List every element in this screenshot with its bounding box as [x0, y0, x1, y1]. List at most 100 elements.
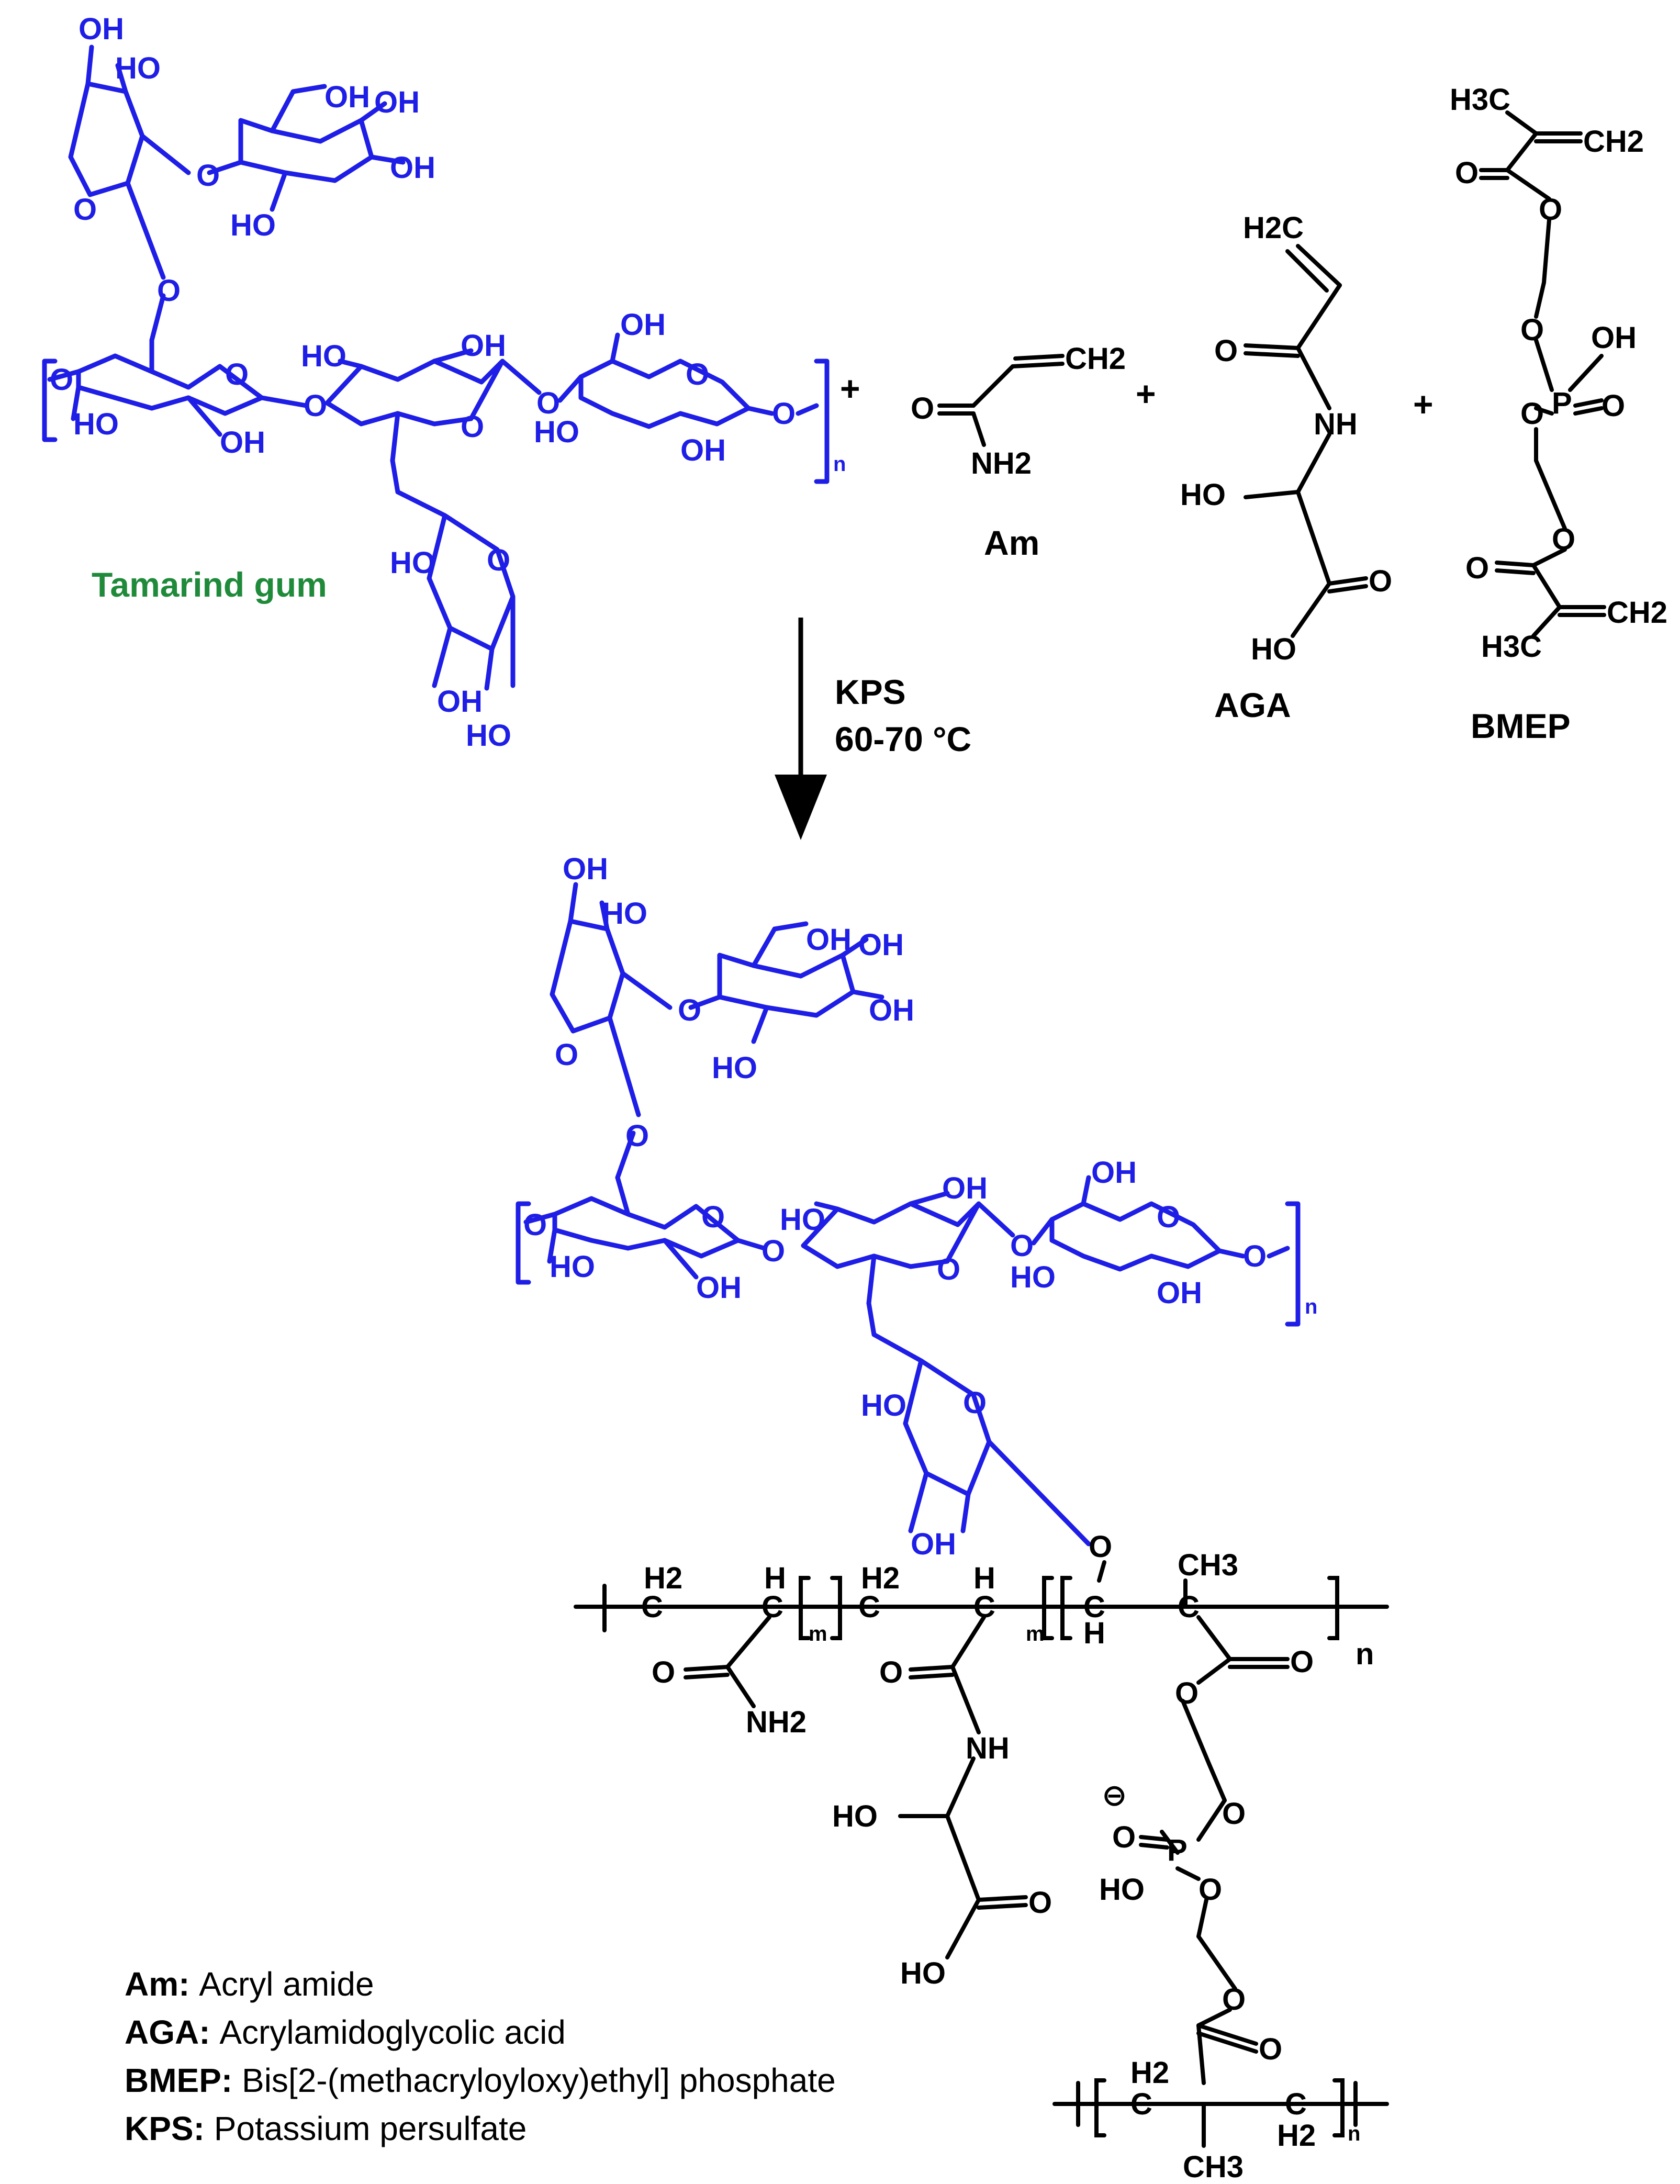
repeat-n: n [833, 453, 846, 476]
atom-nh: NH [966, 1731, 1010, 1765]
atom-ho: HO [73, 407, 119, 441]
atom-ho: HO [230, 208, 276, 242]
atom-ho: HO [900, 1956, 946, 1990]
atom-oh: OH [942, 1171, 988, 1205]
atom-o: O [686, 357, 709, 391]
aga-label: AGA [1214, 686, 1291, 724]
plus-sign: + [1136, 374, 1156, 413]
acrylamide-labels: O CH2 NH2 Am [911, 342, 1126, 562]
temperature-label: 60-70 °C [835, 720, 971, 758]
atom-o: O [1089, 1530, 1112, 1564]
atom-o: O [879, 1655, 903, 1689]
aga-labels: H2C O NH HO O HO AGA [1180, 211, 1392, 724]
tamarind-gum-atom-labels: OH HO OH OH OH O O HO O O O HO OH HO O O… [50, 12, 846, 753]
atom-oh: OH [858, 928, 904, 962]
atom-ho: HO [115, 51, 161, 85]
atom-c: C [641, 1590, 663, 1624]
atom-o: O [1028, 1886, 1052, 1920]
tamarind-gum-structure [42, 44, 830, 691]
legend-row: Am: Acryl amide [125, 1960, 1067, 2008]
atom-ho: HO [534, 415, 579, 449]
atom-ch3: CH3 [1183, 2150, 1244, 2184]
atom-oh: OH [1591, 321, 1637, 355]
repeat-m: m [1026, 1622, 1045, 1645]
atom-p: P [1167, 1833, 1188, 1867]
atom-o: O [73, 193, 97, 227]
product-gum-atom-labels: OH HO OH OH OH O O HO O O O HO OH HO O O… [523, 852, 1317, 1561]
atom-h3c: H3C [1481, 630, 1542, 664]
abbreviation-legend: Am: Acryl amide AGA: Acrylamidoglycolic … [125, 1960, 1067, 2153]
atom-p: P [1552, 386, 1572, 420]
atom-h: H [764, 1561, 786, 1595]
repeat-n: n [1348, 2122, 1360, 2145]
legend-text: Bis[2-(methacryloyloxy)ethyl] phosphate [242, 2062, 836, 2099]
am-label: Am [984, 523, 1039, 562]
atom-o: O [1520, 313, 1544, 347]
legend-text: Acrylamidoglycolic acid [219, 2013, 566, 2051]
atom-ch2: CH2 [1065, 342, 1126, 376]
atom-o-minus: ⊖ [1102, 1778, 1127, 1812]
atom-o: O [911, 391, 934, 425]
atom-ho: HO [602, 897, 647, 931]
atom-oh: OH [1091, 1156, 1137, 1190]
atom-oh: OH [1157, 1276, 1202, 1310]
atom-h: H [973, 1561, 995, 1595]
atom-c: C [973, 1590, 995, 1624]
atom-o: O [50, 363, 73, 397]
atom-o: O [1259, 2032, 1282, 2066]
atom-oh: OH [220, 425, 265, 460]
atom-o: O [1539, 193, 1562, 227]
reagent-label: KPS [835, 673, 906, 711]
atom-ho: HO [301, 339, 346, 373]
product-gum-structure [516, 882, 1301, 1547]
legend-text: Potassium persulfate [214, 2110, 527, 2147]
atom-ho: HO [861, 1388, 906, 1423]
atom-nh2: NH2 [746, 1705, 807, 1739]
atom-o: O [304, 389, 327, 423]
legend-text: Acryl amide [199, 1965, 374, 2003]
atom-o: O [196, 159, 220, 193]
repeat-m: m [809, 1622, 827, 1645]
repeat-n: n [1305, 1295, 1317, 1318]
atom-ho: HO [832, 1799, 878, 1833]
atom-o: O [1222, 1797, 1246, 1831]
atom-o: O [1157, 1200, 1180, 1234]
atom-ho: HO [1099, 1873, 1145, 1907]
atom-oh: OH [869, 993, 914, 1027]
atom-ho: HO [712, 1051, 757, 1085]
plus-sign: + [840, 369, 860, 408]
atom-c: C [1178, 1590, 1200, 1624]
atom-nh2: NH2 [971, 446, 1032, 480]
atom-o: O [523, 1208, 547, 1242]
atom-ch2: CH2 [1583, 125, 1644, 159]
atom-o: O [1520, 397, 1544, 431]
atom-ho: HO [1180, 478, 1226, 512]
atom-o: O [555, 1038, 578, 1072]
bmep-labels: H3C CH2 O O O OH P O O O O CH2 H3C BMEP [1450, 83, 1667, 745]
legend-abbr: BMEP: [125, 2062, 242, 2099]
atom-o: O [678, 993, 701, 1027]
atom-oh: OH [563, 852, 608, 886]
atom-o: O [963, 1386, 987, 1420]
atom-o: O [652, 1655, 675, 1689]
atom-o: O [937, 1252, 960, 1286]
atom-o: O [1214, 334, 1238, 368]
legend-row: AGA: Acrylamidoglycolic acid [125, 2008, 1067, 2056]
aga-structure [1244, 244, 1368, 638]
atom-o: O [1455, 156, 1479, 190]
legend-row: KPS: Potassium persulfate [125, 2104, 1067, 2153]
atom-ho: HO [1251, 632, 1296, 666]
plus-sign: + [1413, 385, 1433, 423]
product-polymer-structure [574, 1560, 1389, 2148]
atom-h2: H2 [861, 1561, 900, 1595]
atom-ch3: CH3 [1178, 1548, 1238, 1582]
atom-c: C [1130, 2087, 1152, 2121]
atom-oh: OH [79, 12, 124, 46]
bmep-label: BMEP [1471, 707, 1571, 745]
atom-h: H [1083, 1616, 1105, 1650]
atom-oh: OH [461, 329, 506, 363]
atom-oh: OH [806, 923, 852, 957]
atom-ch2: CH2 [1607, 596, 1667, 630]
atom-o: O [1243, 1239, 1267, 1273]
